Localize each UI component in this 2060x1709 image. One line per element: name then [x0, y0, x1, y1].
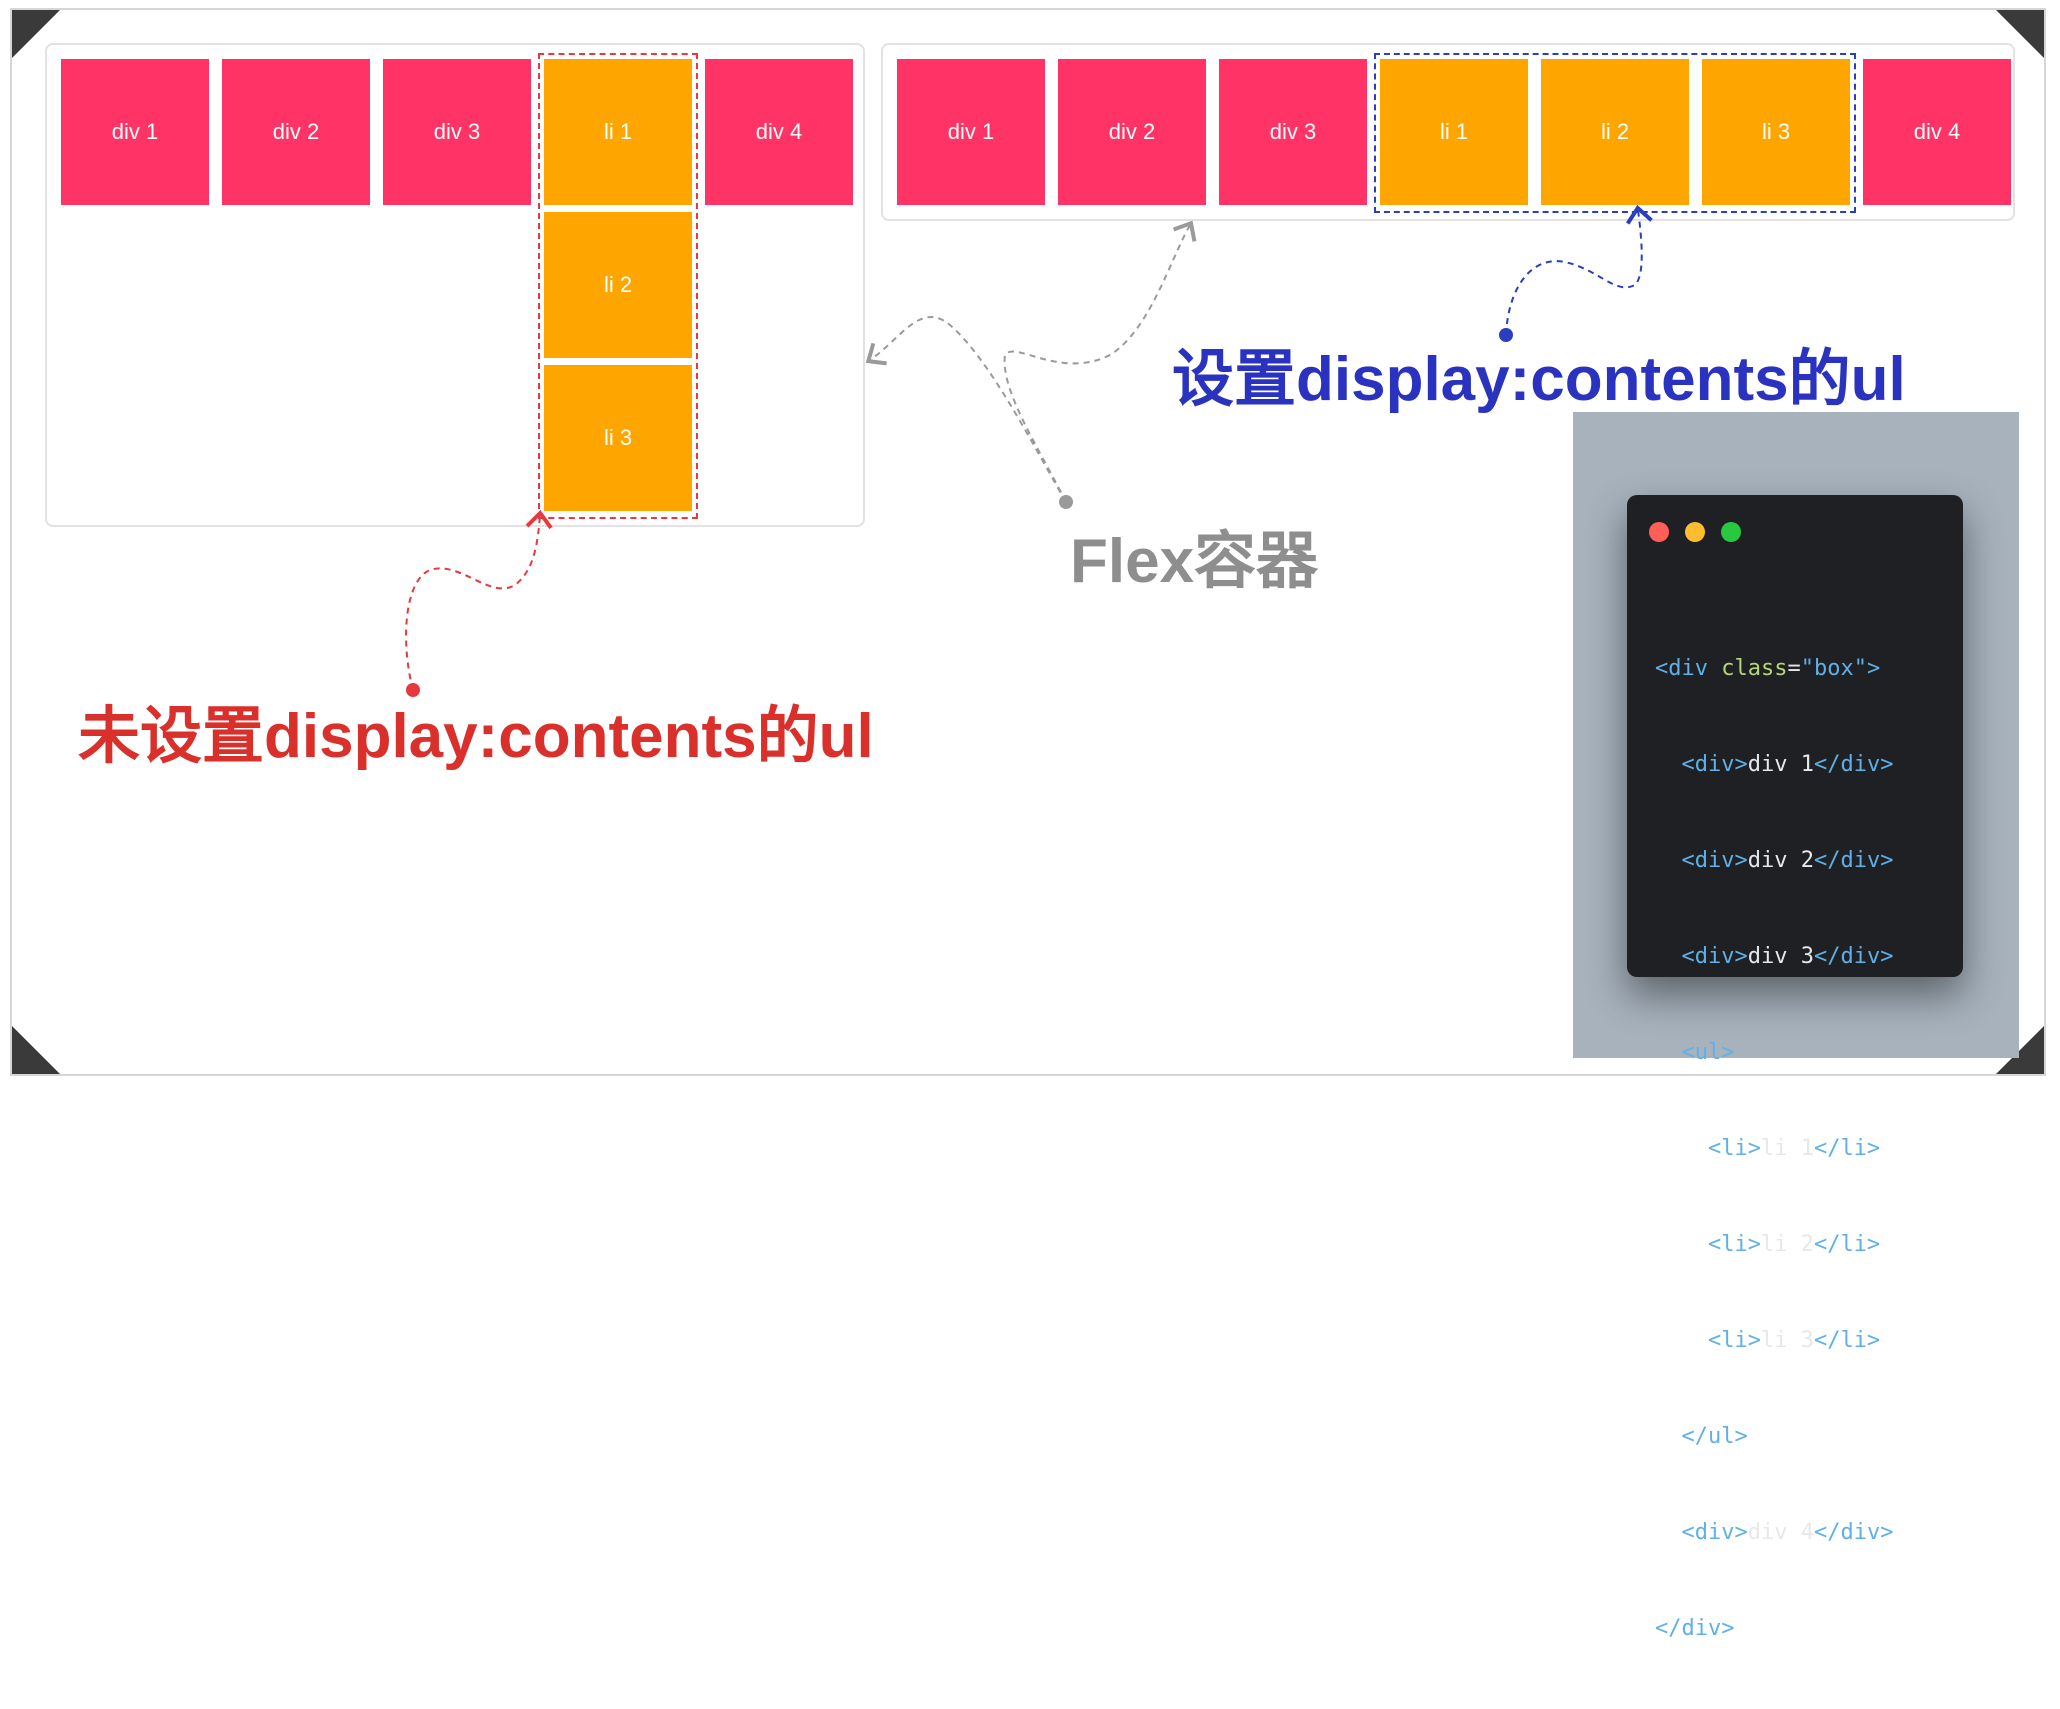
right-li-3: li 3 — [1702, 59, 1850, 205]
code-line-9: </ul> — [1681, 1424, 1748, 1449]
gray-arrow-left — [865, 316, 1067, 503]
code-line-1: <div class="box"> — [1655, 656, 1881, 681]
code-line-5: <ul> — [1681, 1040, 1735, 1065]
right-li-2: li 2 — [1541, 59, 1689, 205]
code-line-7: <li>li 2</li> — [1707, 1232, 1881, 1257]
blue-arrow-dot — [1499, 328, 1513, 342]
right-ul-outline — [1374, 53, 1856, 213]
right-flex-container: div 1 div 2 div 3 li 1 li 2 li 3 div 4 — [881, 43, 2015, 221]
left-li-1: li 1 — [544, 59, 692, 205]
left-div-4: div 4 — [705, 59, 853, 205]
left-div-2: div 2 — [222, 59, 370, 205]
left-div-3: div 3 — [383, 59, 531, 205]
gray-arrow-right — [1003, 220, 1197, 503]
maximize-dot-icon — [1721, 522, 1741, 542]
label-display-contents: 设置display:contents的ul — [1172, 345, 1906, 414]
right-li-1: li 1 — [1380, 59, 1528, 205]
right-div-4: div 4 — [1863, 59, 2011, 205]
right-div-3: div 3 — [1219, 59, 1367, 205]
code-line-6: <li>li 1</li> — [1707, 1136, 1881, 1161]
minimize-dot-icon — [1685, 522, 1705, 542]
right-div-1: div 1 — [897, 59, 1045, 205]
code-line-11: </div> — [1655, 1616, 1735, 1641]
corner-bottom-left — [12, 1026, 60, 1074]
left-ul-outline — [538, 53, 698, 519]
red-arrow-dot — [406, 683, 420, 697]
gray-arrow-dot — [1059, 495, 1073, 509]
code-window: <div class="box"> <div>div 1</div> <div>… — [1627, 495, 1963, 1641]
code-line-4: <div>div 3</div> — [1681, 944, 1894, 969]
close-dot-icon — [1649, 522, 1669, 542]
label-no-display-contents: 未设置display:contents的ul — [78, 702, 874, 771]
code-line-3: <div>div 2</div> — [1681, 848, 1894, 873]
left-li-3: li 3 — [544, 365, 692, 511]
left-div-1: div 1 — [61, 59, 209, 205]
code-block: <div class="box"> <div>div 1</div> <div>… — [1655, 589, 1893, 1709]
code-line-8: <li>li 3</li> — [1707, 1328, 1881, 1353]
code-line-10: <div>div 4</div> — [1681, 1520, 1894, 1545]
left-li-2: li 2 — [544, 212, 692, 358]
label-flex-container: Flex容器 — [1070, 527, 1319, 596]
code-line-2: <div>div 1</div> — [1681, 752, 1894, 777]
right-div-2: div 2 — [1058, 59, 1206, 205]
left-flex-container: div 1 div 2 div 3 li 1 li 2 li 3 div 4 — [45, 43, 865, 527]
blue-arrow — [1505, 204, 1653, 336]
red-arrow — [405, 509, 553, 691]
annotation-arrows — [405, 204, 1653, 697]
